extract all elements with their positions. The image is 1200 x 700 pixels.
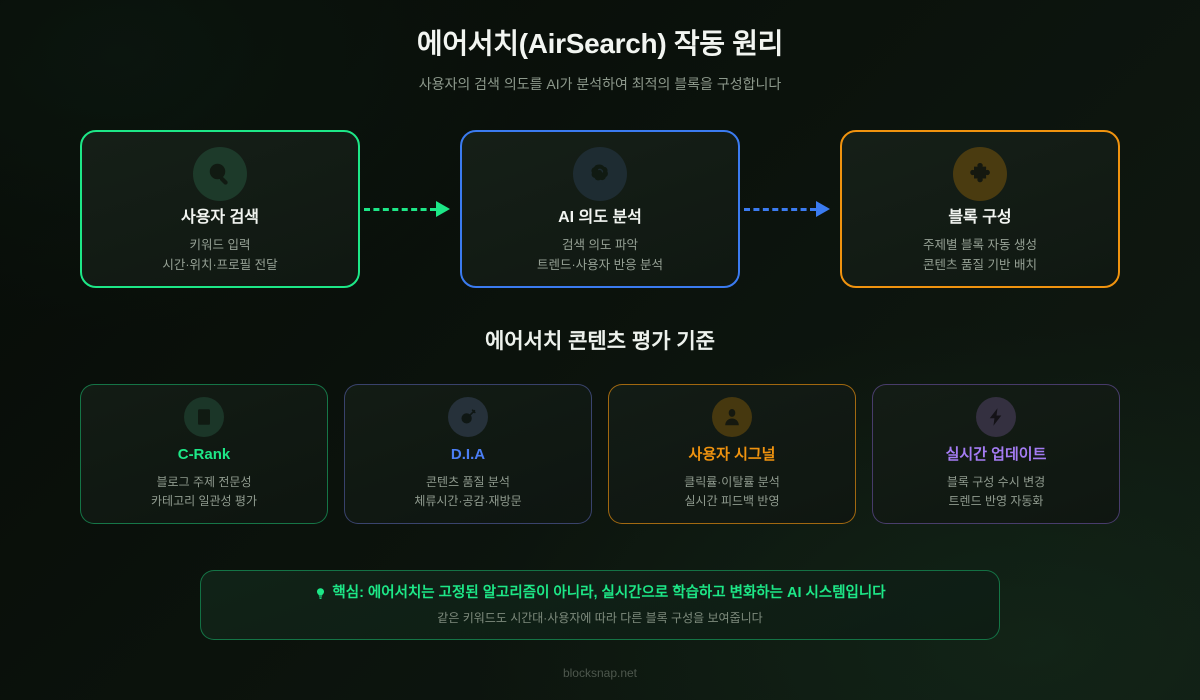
criteria-card-realtime-update[interactable]: 실시간 업데이트 블록 구성 수시 변경 트렌드 반영 자동화: [872, 384, 1120, 524]
user-icon: [712, 396, 752, 437]
criteria-card-line2: 트렌드 반영 자동화: [948, 494, 1044, 509]
callout-main-text: 핵심: 에어서치는 고정된 알고리즘이 아니라, 실시간으로 학습하고 변화하는…: [332, 584, 886, 601]
page-title: 에어서치(AirSearch) 작동 원리: [416, 28, 784, 59]
criteria-card-description: 블록 구성 수시 변경 트렌드 반영 자동화: [947, 473, 1045, 511]
flow-card-line1: 검색 의도 파악: [562, 238, 638, 253]
flow-card-description: 키워드 입력 시간·위치·프로필 전달: [162, 236, 277, 275]
flow-card-description: 검색 의도 파악 트렌드·사용자 반응 분석: [537, 236, 663, 275]
criteria-card-title: C-Rank: [177, 445, 231, 463]
flow-card-line1: 주제별 블록 자동 생성: [923, 238, 1037, 253]
criteria-card-title: 사용자 시그널: [688, 445, 776, 463]
lightning-icon: [976, 396, 1016, 437]
criteria-section-heading: 에어서치 콘텐츠 평가 기준: [484, 330, 716, 353]
criteria-card-line1: 블록 구성 수시 변경: [946, 475, 1046, 490]
arrow-analysis-to-blocks: [740, 197, 840, 221]
criteria-card-line2: 실시간 피드백 반영: [684, 494, 780, 509]
callout-main-row: 핵심: 에어서치는 고정된 알고리즘이 아니라, 실시간으로 학습하고 변화하는…: [314, 584, 886, 602]
criteria-card-description: 블로그 주제 전문성 카테고리 일관성 평가: [151, 473, 257, 511]
criteria-card-line2: 체류시간·공감·재방문: [414, 494, 522, 509]
criteria-card-line2: 카테고리 일관성 평가: [150, 494, 258, 509]
criteria-card-title: 실시간 업데이트: [945, 445, 1047, 463]
flow-card-line2: 콘텐츠 품질 기반 배치: [923, 257, 1037, 272]
criteria-card-line1: 콘텐츠 품질 분석: [426, 475, 510, 490]
criteria-card-description: 콘텐츠 품질 분석 체류시간·공감·재방문: [414, 473, 521, 511]
criteria-card-c-rank[interactable]: C-Rank 블로그 주제 전문성 카테고리 일관성 평가: [80, 384, 328, 524]
page-subtitle: 사용자의 검색 의도를 AI가 분석하여 최적의 블록을 구성합니다: [418, 76, 782, 92]
footer-watermark: blocksnap.net: [562, 666, 638, 680]
key-insight-callout: 핵심: 에어서치는 고정된 알고리즘이 아니라, 실시간으로 학습하고 변화하는…: [200, 570, 1000, 640]
book-icon: [184, 396, 224, 437]
criteria-card-line1: 블로그 주제 전문성: [156, 475, 252, 490]
criteria-card-line1: 클릭률·이탈률 분석: [684, 475, 780, 490]
criteria-card-user-signal[interactable]: 사용자 시그널 클릭률·이탈률 분석 실시간 피드백 반영: [608, 384, 856, 524]
arrow-search-to-analysis: [360, 197, 460, 221]
flow-card-line1: 키워드 입력: [189, 238, 251, 253]
flow-card-search[interactable]: 사용자 검색 키워드 입력 시간·위치·프로필 전달: [80, 130, 360, 288]
arrow-head: [816, 201, 830, 217]
flow-card-line2: 시간·위치·프로필 전달: [162, 257, 278, 272]
flow-card-line2: 트렌드·사용자 반응 분석: [536, 257, 664, 272]
criteria-card-description: 클릭률·이탈률 분석 실시간 피드백 반영: [684, 473, 780, 511]
flow-card-title: AI 의도 분석: [558, 208, 642, 226]
dart-icon: [448, 396, 488, 437]
arrow-head: [436, 201, 450, 217]
header: 에어서치(AirSearch) 작동 원리 사용자의 검색 의도를 AI가 분석…: [0, 0, 1200, 94]
flow-card-description: 주제별 블록 자동 생성 콘텐츠 품질 기반 배치: [923, 236, 1037, 275]
criteria-card-list: C-Rank 블로그 주제 전문성 카테고리 일관성 평가 D.I.A 콘텐츠 …: [80, 384, 1120, 524]
flow-card-ai-analysis[interactable]: AI 의도 분석 검색 의도 파악 트렌드·사용자 반응 분석: [460, 130, 740, 288]
flow-card-block-composition[interactable]: 블록 구성 주제별 블록 자동 생성 콘텐츠 품질 기반 배치: [840, 130, 1120, 288]
callout-sub-text: 같은 키워드도 시간대·사용자에 따라 다른 블록 구성을 보여줍니다: [437, 611, 763, 625]
puzzle-icon: [953, 146, 1007, 201]
criteria-card-dia[interactable]: D.I.A 콘텐츠 품질 분석 체류시간·공감·재방문: [344, 384, 592, 524]
brain-icon: [573, 146, 627, 201]
lightbulb-icon: [317, 587, 325, 599]
flow-diagram: 사용자 검색 키워드 입력 시간·위치·프로필 전달 AI 의도 분석 검색 의…: [80, 130, 1120, 288]
flow-card-title: 사용자 검색: [180, 208, 260, 226]
arrow-dash: [744, 208, 816, 211]
criteria-card-title: D.I.A: [450, 445, 486, 463]
arrow-dash: [364, 208, 436, 211]
flow-card-title: 블록 구성: [948, 208, 1012, 226]
magnifier-icon: [193, 146, 247, 201]
